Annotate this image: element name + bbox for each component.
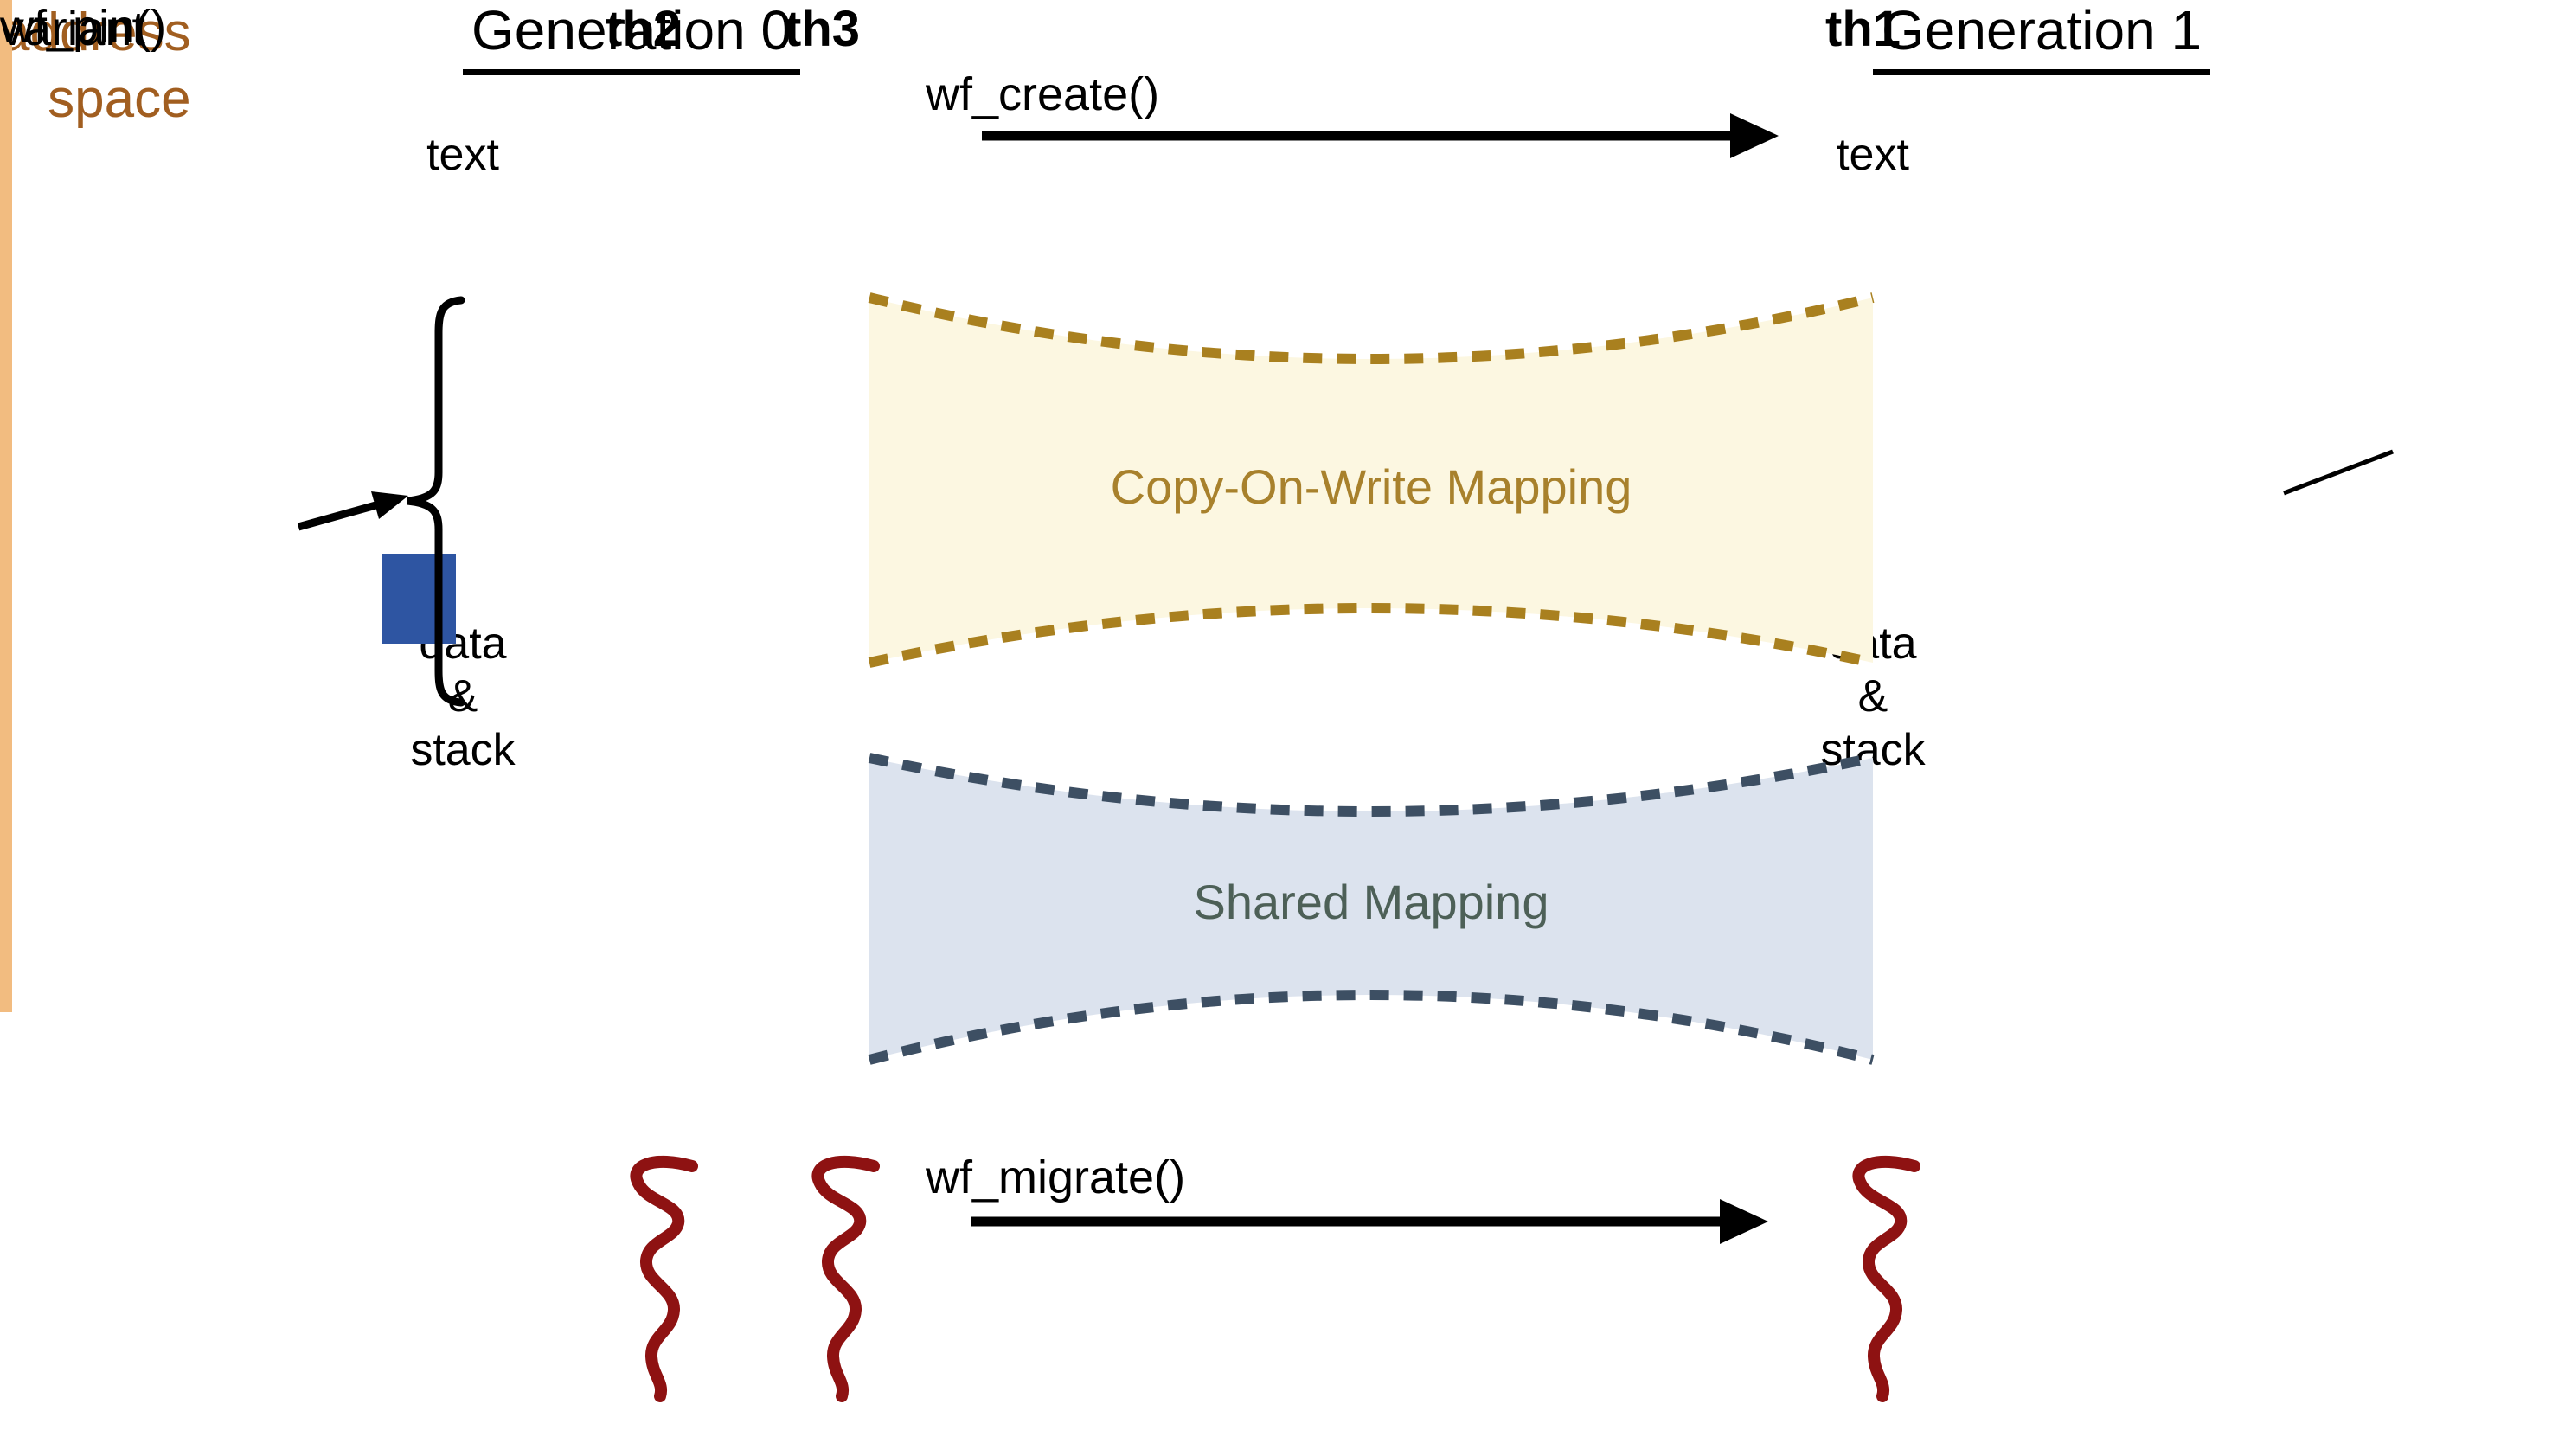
address-space-line1: address bbox=[0, 3, 191, 62]
address-space-axis-line bbox=[0, 0, 12, 1012]
pinned-region-brace bbox=[407, 296, 465, 707]
wf-migrate-arrow bbox=[971, 1199, 1768, 1244]
wf-migrate-label: wf_migrate() bbox=[926, 1151, 1186, 1203]
cow-funnel-fill bbox=[869, 298, 1873, 663]
cow-funnel-top-dashed-edge bbox=[868, 292, 1875, 364]
wf-create-label: wf_create() bbox=[926, 68, 1160, 120]
wf-pin-arrow bbox=[297, 491, 408, 531]
variant-pointer-line bbox=[2283, 449, 2394, 496]
wf-pin-label: wf_pin() bbox=[0, 1, 167, 53]
gen0-stack-line: stack bbox=[410, 724, 516, 775]
address-space-label: address space bbox=[0, 0, 191, 133]
thread-th2-squiggle bbox=[630, 1155, 698, 1402]
shared-funnel-top-dashed-edge bbox=[868, 753, 1875, 817]
thread-label-th1: th1 bbox=[1825, 1, 1901, 57]
wf-create-arrow bbox=[982, 113, 1779, 158]
cow-mapping-funnel: Copy-On-Write Mapping bbox=[868, 292, 1875, 668]
cow-mapping-label: Copy-On-Write Mapping bbox=[1111, 459, 1632, 514]
gen1-amp-line: & bbox=[1857, 671, 1888, 722]
cow-funnel-bottom-dashed-edge bbox=[868, 603, 1875, 668]
address-space-line2: space bbox=[48, 68, 191, 129]
shared-mapping-funnel: Shared Mapping bbox=[868, 753, 1875, 1065]
variant-label: variant bbox=[0, 1, 146, 55]
gen0-pinned-page-square bbox=[382, 554, 456, 644]
thread-label-th3: th3 bbox=[785, 1, 860, 57]
thread-th1-squiggle bbox=[1852, 1155, 1920, 1402]
generation-1-title: Generation 1 bbox=[1873, 0, 2211, 76]
thread-th3-squiggle bbox=[811, 1155, 880, 1402]
shared-funnel-fill bbox=[869, 758, 1873, 1060]
generation-0-title: Generation 0 bbox=[463, 0, 801, 76]
generation-1-title-wrap: Generation 1 bbox=[1873, 0, 2211, 76]
shared-mapping-label: Shared Mapping bbox=[1194, 875, 1549, 929]
generation-0-title-wrap: Generation 0 bbox=[463, 0, 801, 76]
gen0-amp-line: & bbox=[447, 671, 478, 722]
thread-label-th2: th2 bbox=[606, 1, 681, 57]
shared-funnel-bottom-dashed-edge bbox=[868, 990, 1875, 1065]
